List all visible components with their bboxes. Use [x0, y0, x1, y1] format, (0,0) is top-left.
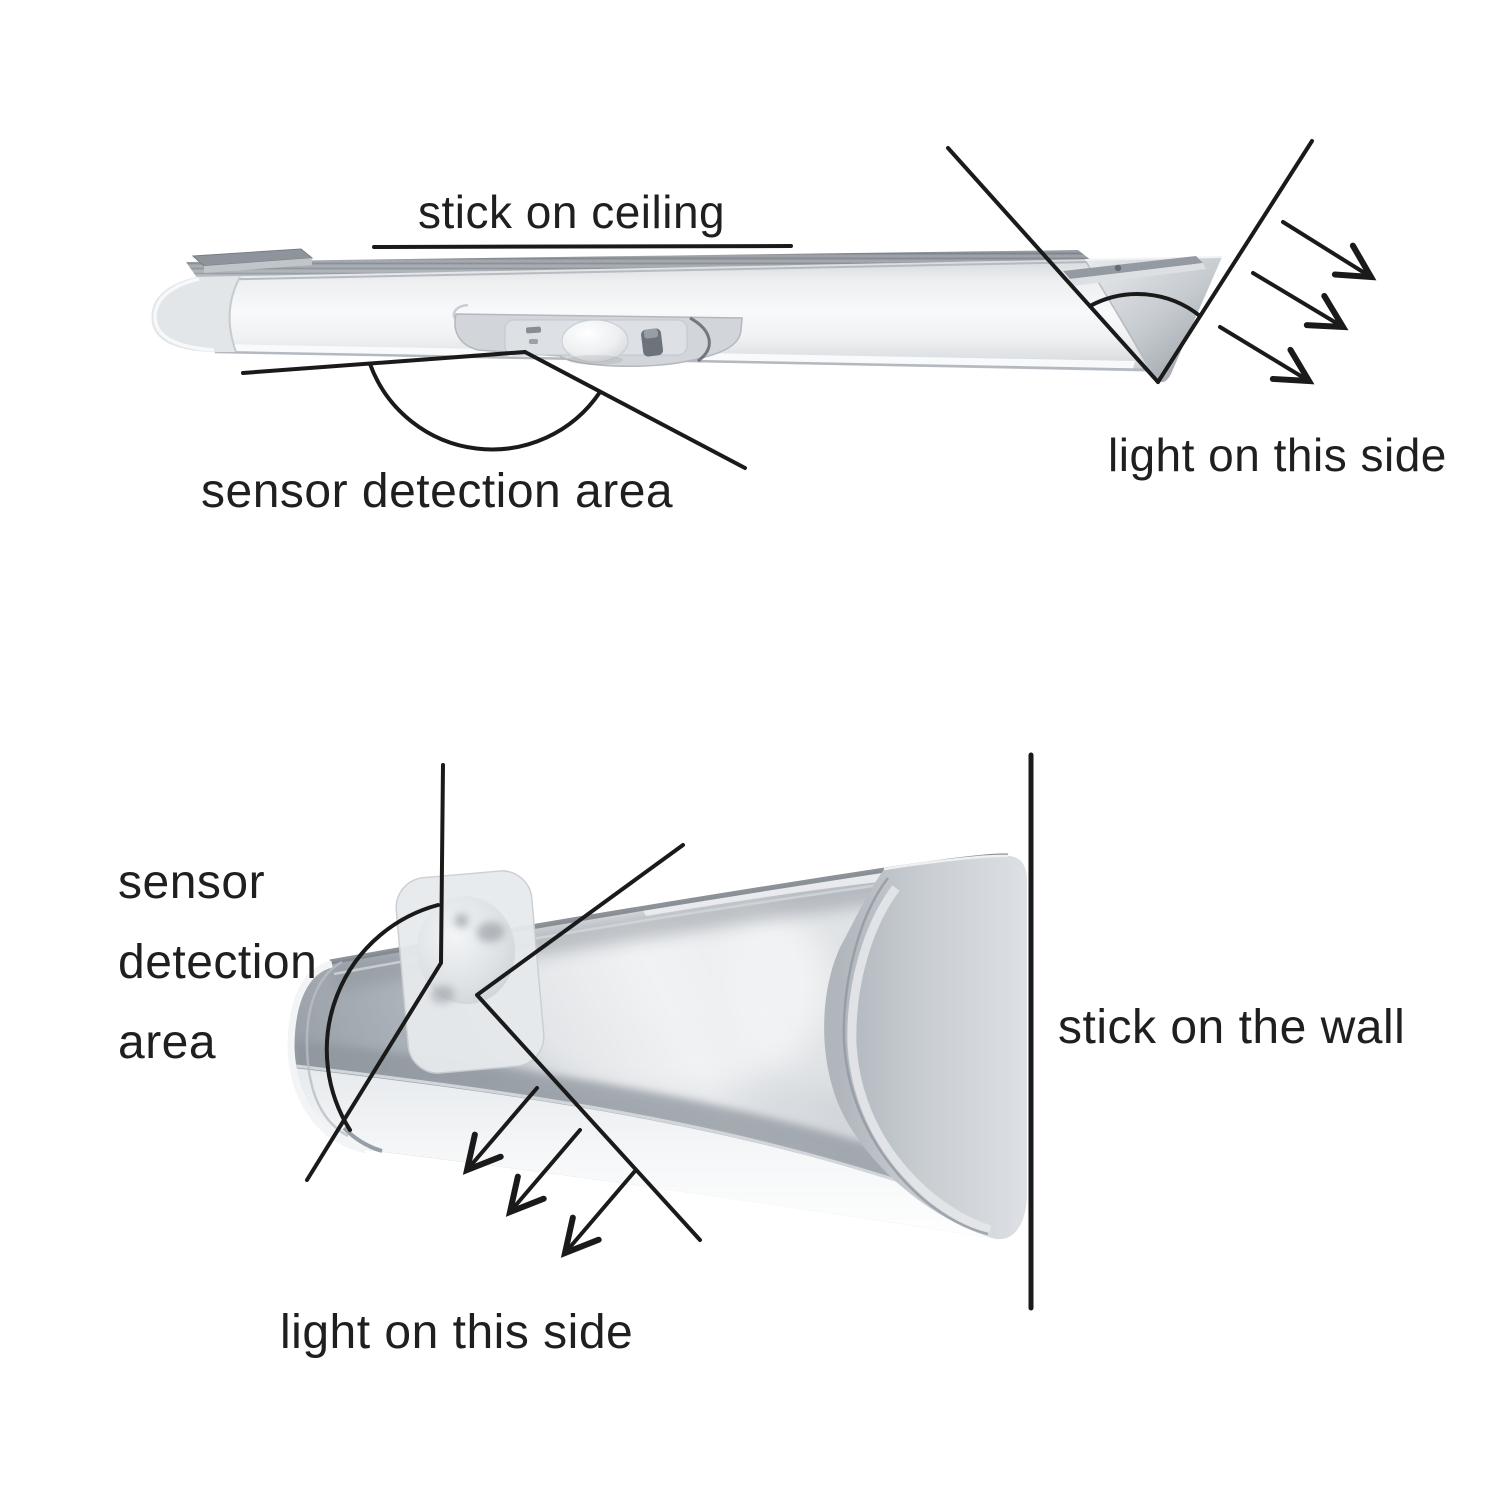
end-cap-near-wall: [824, 854, 1027, 1240]
wall-label: stick on the wall: [1058, 1001, 1405, 1054]
light-bar-body: [151, 258, 1165, 372]
end-cap-far: [287, 960, 383, 1154]
beam-angle-line-left: [946, 146, 1160, 384]
light-bar-perspective: [287, 853, 1027, 1240]
top-view-ceiling-mount: stick on ceiling sensor detection area l…: [151, 139, 1447, 518]
end-cap-left: [151, 276, 241, 353]
sensor-module: [452, 303, 743, 368]
light-arrow-2: [1251, 271, 1349, 331]
dome-detail-spots: [430, 913, 505, 1004]
light-arrow-4: [462, 1086, 539, 1175]
light-arrow-5: [505, 1128, 582, 1217]
ceiling-label: stick on ceiling: [418, 186, 725, 238]
light-arrow-6: [560, 1169, 637, 1258]
adhesive-pad-left: [191, 248, 314, 273]
housing-edge-curve: [689, 316, 711, 363]
diffuser-shadow-stripe: [294, 1040, 975, 1212]
diffuser-panel: [292, 1048, 992, 1238]
mode-switch: [641, 328, 664, 357]
bottom-view-wall-mount: sensor detection area stick on the wall …: [118, 752, 1405, 1359]
plumb-and-detection-line: [305, 763, 445, 1182]
detection-angle-line-right: [523, 350, 747, 470]
panel-slot: [525, 326, 542, 334]
ceiling-underline: [372, 244, 793, 249]
sensor-area-label: sensor detection area: [201, 465, 673, 518]
detection-angle-arc-bottom: [324, 903, 440, 1132]
detection-angle-line-left: [241, 350, 527, 375]
top-face-shadow-line: [196, 261, 1091, 281]
end-cap-right: [1063, 256, 1223, 383]
sensor-area-label-line1: sensor: [118, 856, 265, 909]
sensor-area-label-line3: area: [118, 1016, 216, 1069]
beam-edge-chevron: [475, 843, 702, 1242]
beam-angle-line-right: [1156, 139, 1314, 384]
dome-shadow: [567, 355, 623, 365]
beam-angle-arc: [1088, 292, 1202, 318]
light-arrow-3: [1218, 325, 1315, 385]
adhesive-pad-right: [1063, 256, 1203, 279]
light-side-label-bottom: light on this side: [280, 1306, 633, 1359]
panel-slot-2: [529, 339, 538, 344]
light-bar-side-view: [151, 248, 1223, 383]
light-arrow-1: [1281, 220, 1377, 281]
cap-screw-dot: [1114, 264, 1122, 272]
pir-dome: [561, 319, 629, 363]
detection-angle-arc: [368, 362, 602, 452]
light-side-label-top: light on this side: [1108, 429, 1447, 481]
diffuser-line: [295, 1064, 966, 1206]
sensor-module-front: [395, 870, 545, 1074]
sensor-area-label-line2: detection: [118, 936, 317, 989]
